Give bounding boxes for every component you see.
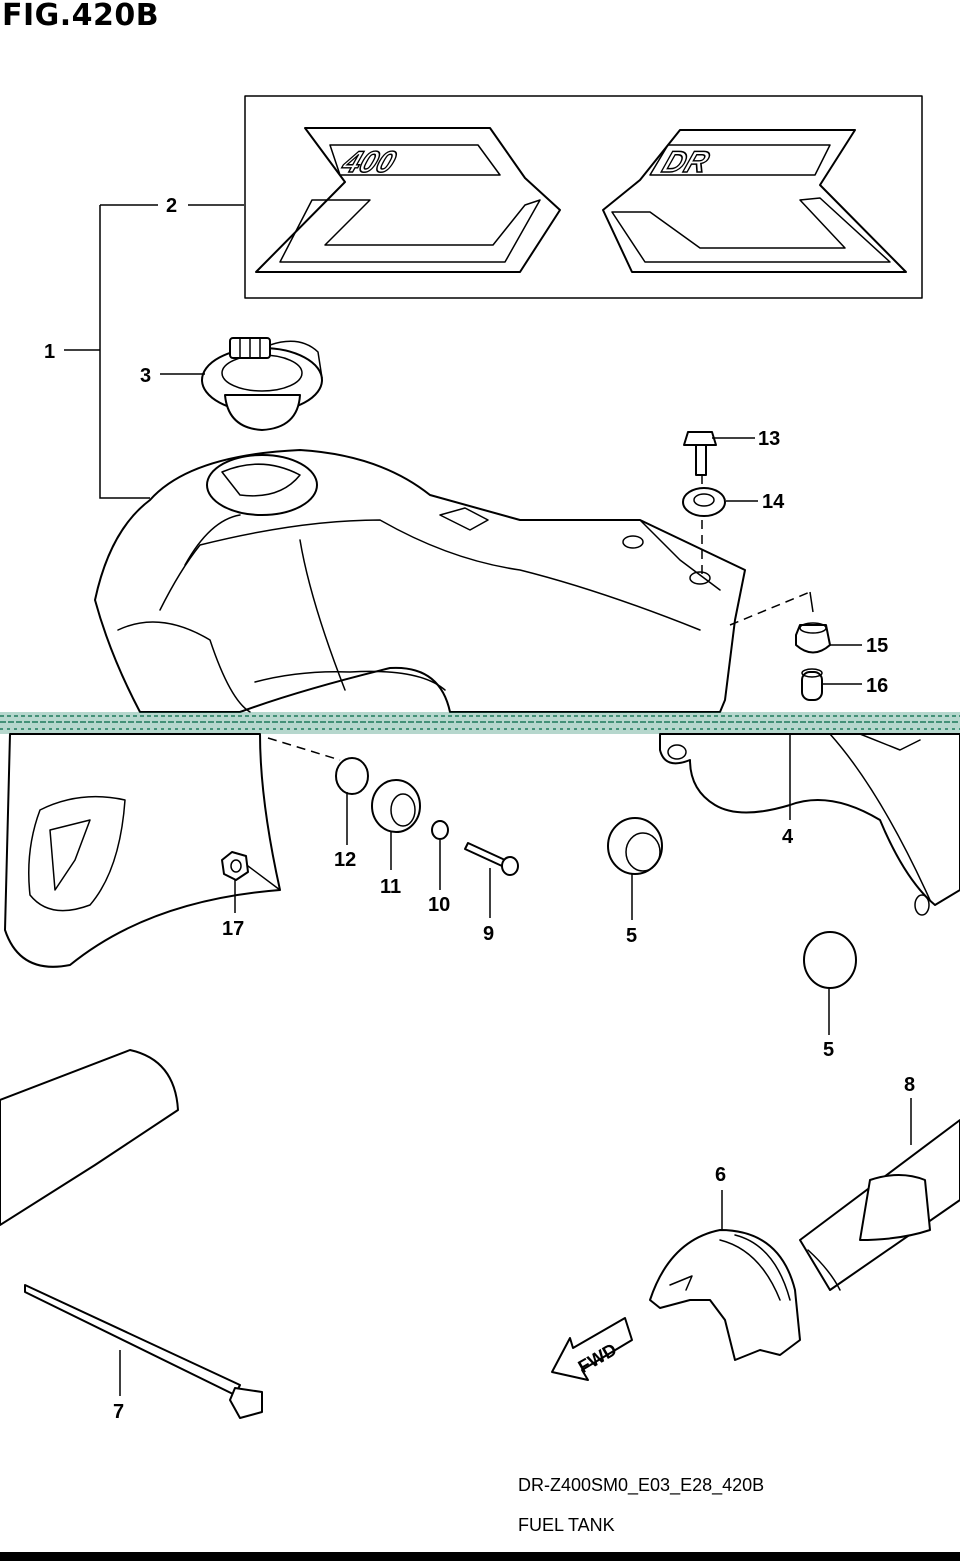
- fuel-tank: [94, 449, 746, 713]
- decal-frame: [244, 95, 923, 299]
- washer-14: [682, 487, 726, 517]
- assembly-line: [729, 591, 811, 626]
- hose-section: [0, 1049, 179, 1226]
- callout-12: 12: [334, 849, 356, 871]
- fuel-hose-8: [799, 1119, 960, 1291]
- nut-17: [221, 851, 249, 881]
- callout-16: 16: [866, 675, 888, 697]
- cushion-5-lower: [803, 931, 857, 989]
- scan-artifact-band: [0, 712, 960, 734]
- callout-8: 8: [904, 1074, 915, 1096]
- guard-6: [649, 1229, 801, 1361]
- cushion-15: [795, 622, 831, 654]
- cushion-11: [371, 779, 421, 833]
- callout-15: 15: [866, 635, 888, 657]
- cushion-12: [335, 757, 369, 795]
- leader-lines: [64, 204, 912, 1396]
- decal-right: [602, 129, 907, 273]
- fuel-tank-lower: [4, 733, 960, 968]
- collar-16: [801, 668, 823, 701]
- callout-17: 17: [222, 918, 244, 940]
- callout-6: 6: [715, 1164, 726, 1186]
- callout-14: 14: [762, 491, 785, 513]
- callout-5a: 5: [626, 925, 637, 947]
- callout-2: 2: [166, 195, 177, 217]
- bolt-13: [683, 431, 717, 476]
- callout-3: 3: [140, 365, 151, 387]
- callout-numbers: 1 2 3 4 5 5 6 7 8 9 10 11 12 13 14 15 16…: [44, 195, 915, 1423]
- callout-7: 7: [113, 1401, 124, 1423]
- bottom-scan-edge: [0, 1552, 960, 1561]
- callout-11: 11: [380, 876, 401, 898]
- decal-set: 400 DR: [244, 95, 923, 299]
- fuel-cap: [201, 337, 323, 431]
- diagram-caption: FUEL TANK: [518, 1515, 615, 1535]
- callout-4: 4: [782, 826, 794, 848]
- figure-title: FIG.420B: [2, 0, 160, 33]
- tie-band-7: [24, 1284, 263, 1419]
- callout-9: 9: [483, 923, 494, 945]
- diagram-code: DR-Z400SM0_E03_E28_420B: [518, 1475, 765, 1495]
- bolt-9: [464, 842, 519, 876]
- callout-1: 1: [44, 341, 55, 363]
- fwd-arrow: FWD: [551, 1317, 633, 1381]
- nut-10: [431, 820, 449, 840]
- callout-13: 13: [758, 428, 780, 450]
- callout-10: 10: [428, 894, 450, 916]
- assembly-line: [267, 737, 341, 761]
- decal-left: [255, 127, 561, 273]
- cushion-5-upper: [607, 817, 663, 875]
- callout-5b: 5: [823, 1039, 834, 1061]
